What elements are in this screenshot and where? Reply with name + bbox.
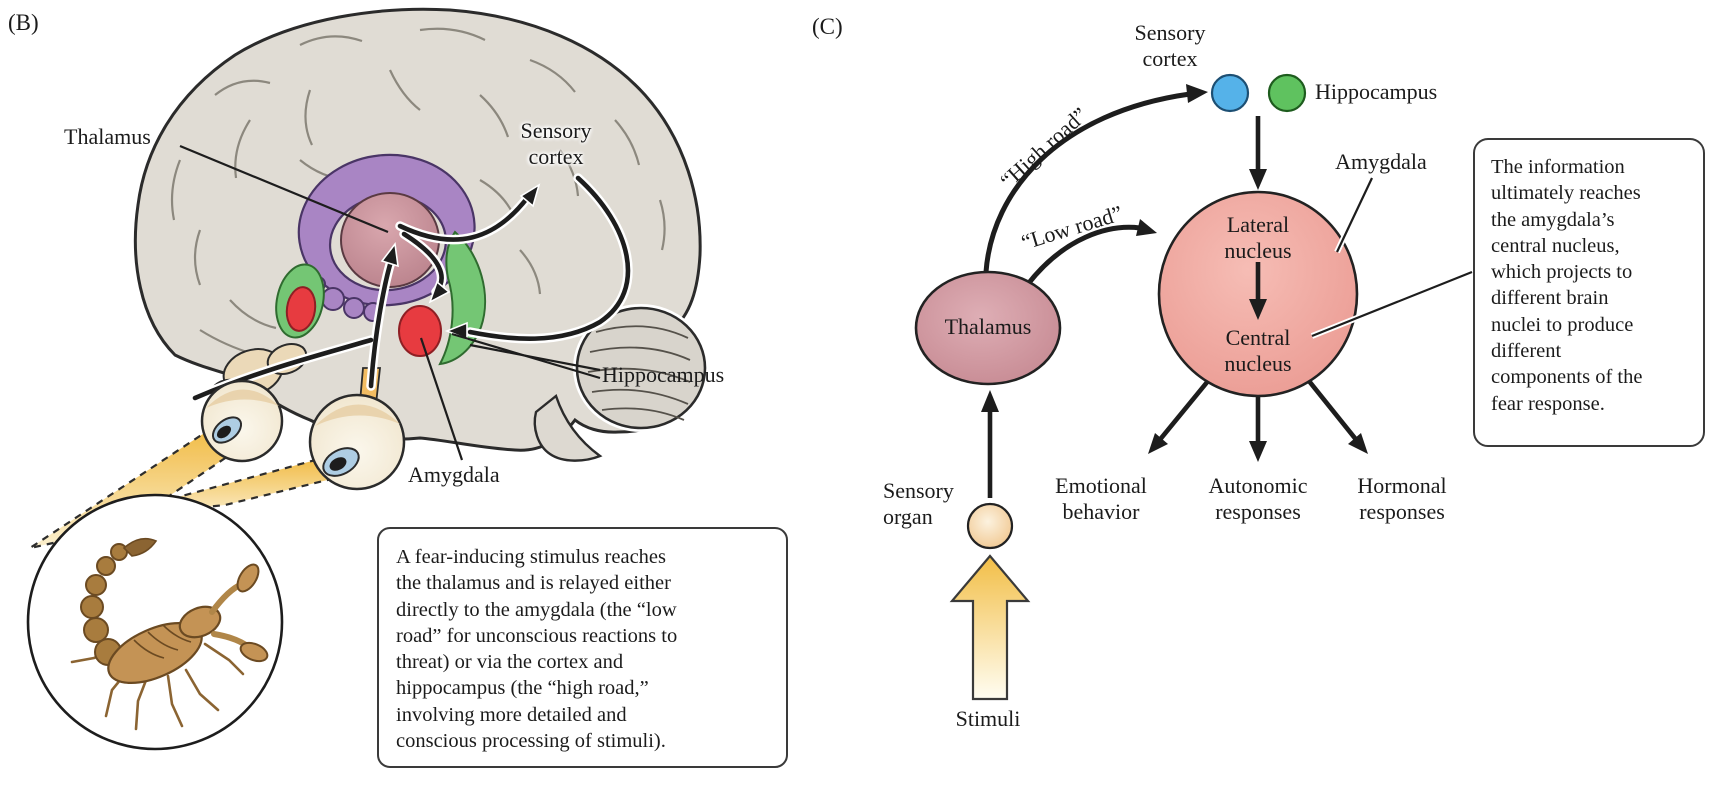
thalamus-label-b: Thalamus — [64, 124, 151, 149]
autonomic-responses-label: Autonomic responses — [1208, 473, 1308, 524]
fornix-purple-ring — [297, 153, 476, 322]
caption-c-pointer — [1311, 270, 1473, 338]
amygdala-structure — [285, 286, 442, 357]
eye-right — [308, 393, 406, 491]
flow-diagram — [914, 73, 1474, 701]
scorpion-icon — [70, 537, 269, 731]
sensory-cortex-label-c: Sensory cortex — [1134, 20, 1206, 71]
caption-box-c: The information ultimately reaches the a… — [1473, 138, 1705, 447]
stimuli-label: Stimuli — [955, 706, 1021, 731]
panel-b-tag: (B) — [8, 10, 39, 35]
cerebellum — [573, 304, 709, 432]
fan-left-arrow — [1156, 379, 1210, 444]
amygdala-label-b: Amygdala — [408, 462, 500, 487]
low-road-arrow — [1026, 224, 1141, 286]
scorpion-circle — [26, 493, 284, 751]
sensory-cortex-label-b: Sensory cortex — [520, 118, 592, 169]
eye-left — [200, 379, 284, 463]
panel-c-tag: (C) — [812, 14, 843, 39]
lateral-nucleus-label: Lateral nucleus — [1224, 212, 1292, 263]
stimuli-arrow — [949, 554, 1031, 701]
hippocampus-label-c: Hippocampus — [1315, 79, 1438, 104]
sensory-organ-node — [966, 502, 1014, 550]
emotional-behavior-label: Emotional behavior — [1055, 473, 1147, 524]
hippocampus-node — [1267, 73, 1307, 113]
thalamus-node — [914, 270, 1062, 386]
thalamus-label-c: Thalamus — [944, 314, 1032, 339]
sensory-organ-label: Sensory organ — [883, 478, 954, 529]
central-nucleus-label: Central nucleus — [1224, 325, 1292, 376]
caption-box-b: A fear-inducing stimulus reaches the tha… — [377, 527, 788, 768]
hippocampus-label-b: Hippocampus — [602, 362, 725, 387]
sensory-cortex-node — [1210, 73, 1250, 113]
high-road-arrow — [983, 91, 1191, 273]
amygdala-label-c: Amygdala — [1335, 149, 1427, 174]
amygdala-label-pointer — [1336, 177, 1373, 253]
fan-right-arrow — [1307, 379, 1360, 444]
hormonal-responses-label: Hormonal responses — [1357, 473, 1447, 524]
brainstem — [533, 393, 603, 462]
